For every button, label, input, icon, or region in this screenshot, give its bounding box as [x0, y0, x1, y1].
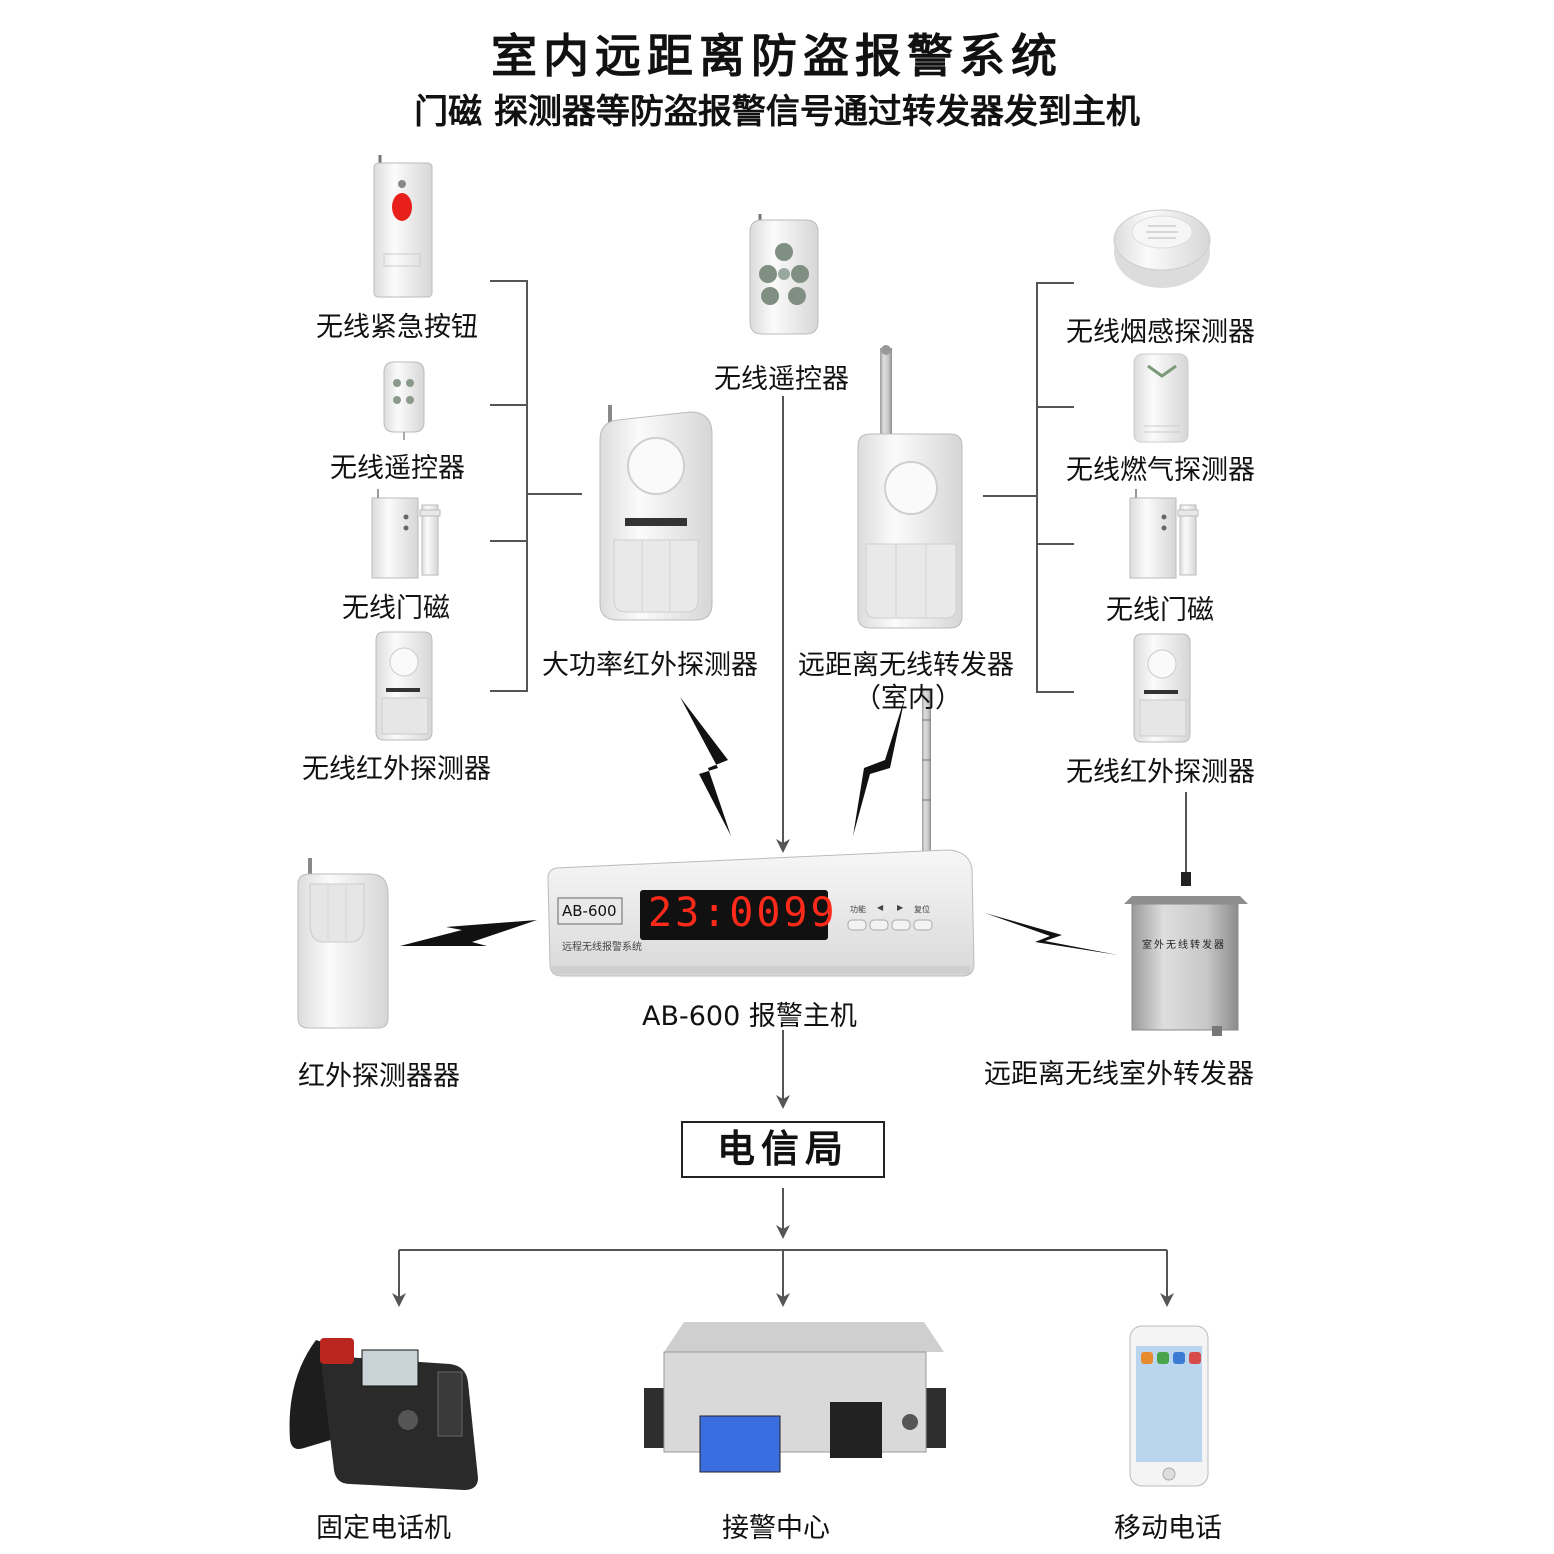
- signal-bolt-icon: [853, 697, 905, 836]
- label-center-remote: 无线遥控器: [714, 364, 849, 395]
- outdoor-repeater-plate: 室外无线转发器: [1142, 940, 1226, 951]
- signal-bolt-icon: [985, 913, 1118, 955]
- label-indoor-repeater: 远距离无线转发器: [798, 650, 1014, 681]
- door-sensor-icon: [1129, 489, 1199, 579]
- gas-detector-icon: [1133, 353, 1189, 443]
- side-ir-detector-icon: [297, 858, 389, 1029]
- wireless-signal-icons: [400, 697, 1118, 955]
- host-button-left-label: ◀: [877, 903, 884, 912]
- signal-bolt-icon: [680, 697, 731, 836]
- alarm-center-rack-icon: [644, 1322, 946, 1473]
- label-left-remote: 无线遥控器: [330, 453, 465, 484]
- ir-detector-icon: [1133, 633, 1191, 743]
- high-power-ir-detector-icon: [599, 405, 713, 621]
- signal-bolt-icon: [400, 920, 537, 946]
- label-mobile: 移动电话: [1114, 1513, 1222, 1544]
- host-button-func-label: 功能: [850, 905, 866, 914]
- outdoor-repeater-icon: [1124, 872, 1248, 1036]
- door-sensor-icon: [371, 489, 441, 579]
- arrows: [392, 396, 1174, 1307]
- host-button-reset-label: 复位: [914, 905, 930, 914]
- label-outdoor-repeater: 远距离无线室外转发器: [984, 1059, 1254, 1090]
- page-title: 室内远距离防盗报警系统: [491, 29, 1063, 83]
- label-side-ir-detector: 红外探测器器: [298, 1061, 460, 1092]
- center-remote-icon: [749, 214, 819, 335]
- smoke-detector-icon: [1113, 209, 1211, 288]
- mobile-phone-icon: [1129, 1325, 1209, 1487]
- alarm-host-icon: [547, 690, 975, 977]
- page-subtitle: 门磁 探测器等防盗报警信号通过转发器发到主机: [414, 92, 1140, 132]
- host-subtitle: 远程无线报警系统: [562, 942, 642, 953]
- label-smoke-detector: 无线烟感探测器: [1066, 317, 1255, 348]
- label-left-ir-detector: 无线红外探测器: [302, 754, 491, 785]
- indoor-repeater-icon: [857, 345, 963, 629]
- landline-phone-icon: [289, 1338, 478, 1490]
- label-right-door-sensor: 无线门磁: [1106, 595, 1214, 626]
- host-led-display: 23:0099: [648, 890, 838, 936]
- label-right-ir-detector: 无线红外探测器: [1066, 757, 1255, 788]
- label-gas-detector: 无线燃气探测器: [1066, 455, 1255, 486]
- label-emergency-button: 无线紧急按钮: [316, 312, 478, 343]
- label-left-door-sensor: 无线门磁: [342, 593, 450, 624]
- connector-lines: [490, 280, 1187, 880]
- telecom-box: 电信局: [681, 1121, 885, 1178]
- remote-control-icon: [383, 361, 425, 440]
- label-landline: 固定电话机: [316, 1513, 451, 1544]
- label-host: AB-600 报警主机: [642, 1001, 857, 1032]
- label-high-power-ir: 大功率红外探测器: [542, 650, 758, 681]
- host-button-right-label: ▶: [897, 903, 904, 912]
- ir-detector-icon: [375, 631, 433, 741]
- host-model-badge: AB-600: [562, 902, 617, 920]
- label-alarm-center: 接警中心: [722, 1513, 830, 1544]
- label-indoor-note: （室内）: [854, 683, 962, 714]
- emergency-button-icon: [373, 155, 433, 298]
